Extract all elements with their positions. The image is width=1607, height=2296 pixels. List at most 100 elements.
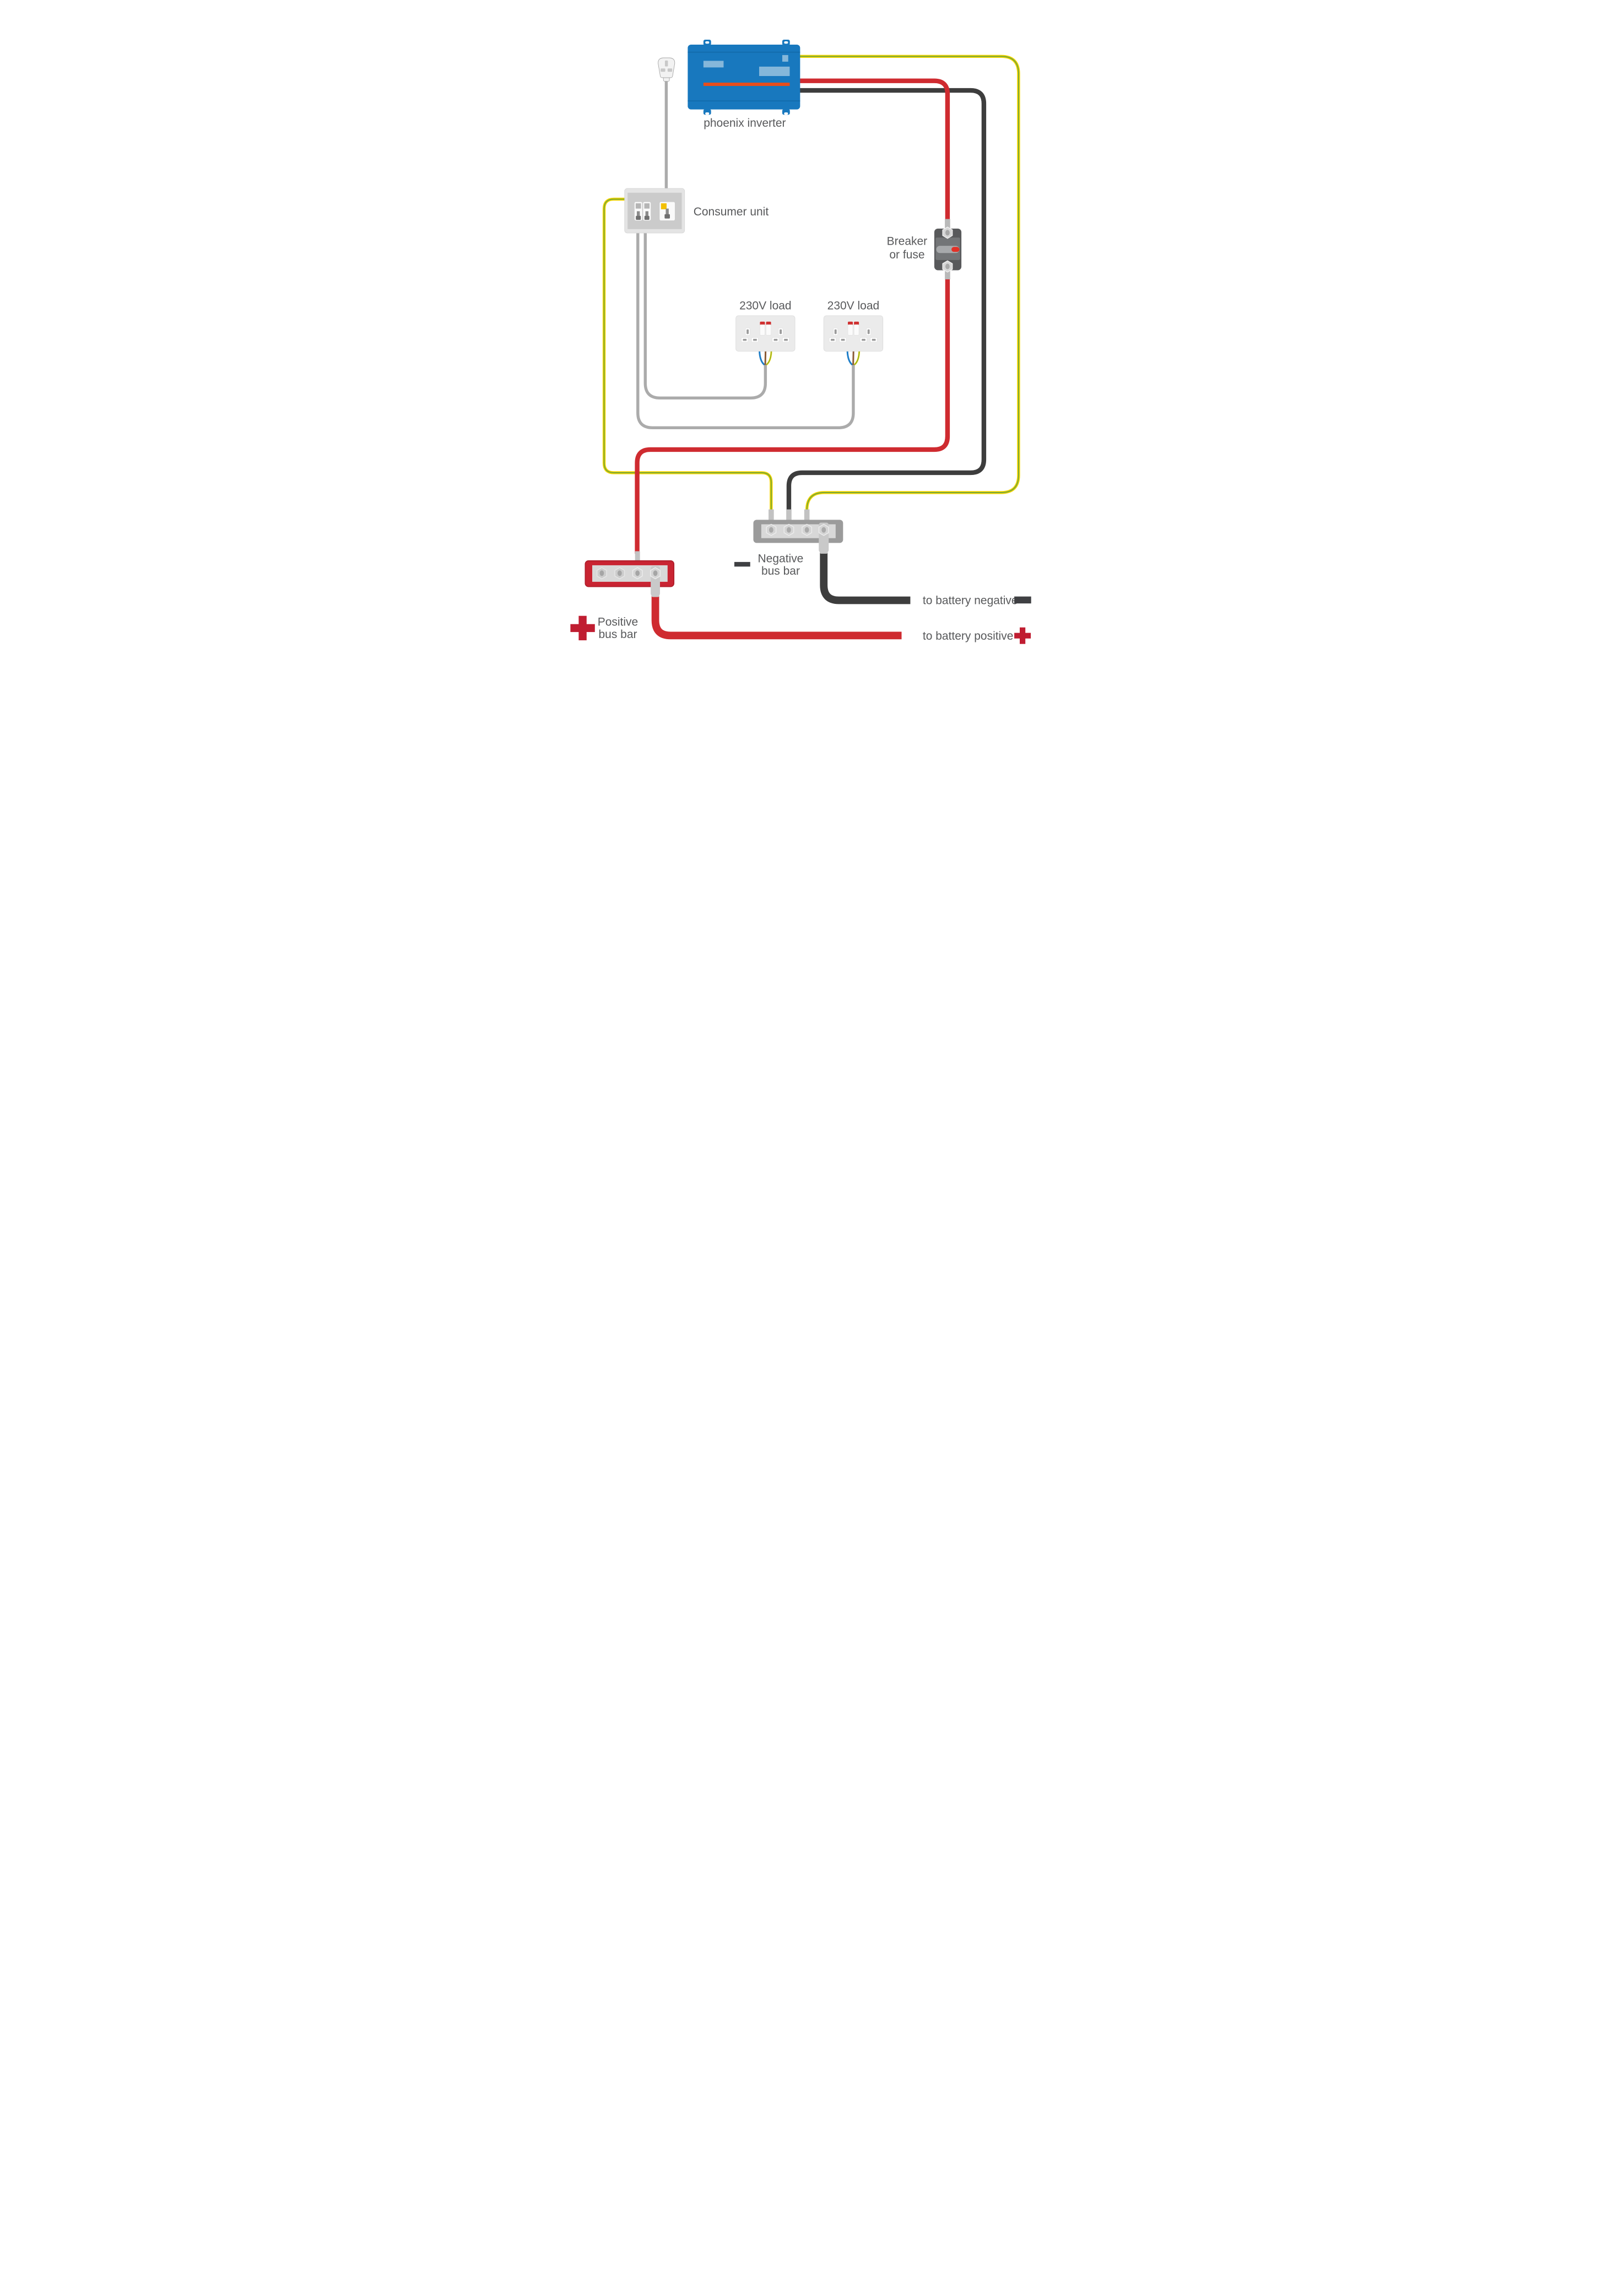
breaker-top-lug [945,219,950,230]
pin-slot-hole [831,338,835,341]
phoenix-inverter-wiring-diagram: phoenix inverter Consumer unit [570,40,1031,644]
mcb-window [635,203,641,209]
plug-body [658,57,675,78]
battery-positive-label: to battery positive [923,630,1013,642]
ac-cable-socket2 [636,232,855,430]
inverter-body [688,45,800,110]
pin-slot-hole [753,338,757,341]
load2-label: 230V load [827,300,880,312]
tail-earth-stripe [766,350,772,365]
inverter-terminal-panel [759,66,790,77]
bus-nut [650,567,661,580]
wiring-diagram-page: phoenix inverter Consumer unit [562,0,1045,689]
load-socket-2: 230V load [823,300,884,352]
tail-brown-wire [852,350,854,365]
tab-hole [784,41,788,44]
mounting-tabs [703,40,790,115]
mcb-toggle [636,215,641,220]
earth-wire-consumer-to-bus [602,197,773,515]
ac-cable-loops [636,79,855,430]
earth-wire-inverter-stripe [798,56,1019,515]
pin-slot-hole [784,338,788,341]
pin-slot-hole [773,338,778,341]
terminal-lug [786,509,792,526]
plug-neutral-pin [667,68,673,72]
plus-icon [1014,627,1031,644]
battery-negative-row: to battery negative [923,594,1031,607]
black-dc-wire [786,88,987,514]
battery-negative-label: to battery negative [923,594,1018,607]
socket1-tail-wires [759,350,772,366]
load-socket-1: 230V load [735,300,796,352]
plus-icon [570,615,595,641]
plug-live-pin [661,68,665,72]
tail-brown-wire [764,350,767,365]
consumer-unit-label: Consumer unit [694,206,769,218]
terminal-lug [769,509,774,526]
inverter-orange-stripe [703,83,790,87]
positive-bus-label-line1: Positive [598,616,638,629]
tail-earth-stripe [854,350,860,365]
socket-plate [735,315,796,352]
earth-slot-hole [780,329,782,334]
socket-switch [760,324,765,336]
earth-wire-consumer-stripe [603,198,772,515]
consumer-unit: Consumer unit [624,188,769,234]
pin-slot-hole [743,338,747,341]
tail-blue-wire [846,350,853,366]
socket-switch [766,324,771,336]
breaker-label-line1: Breaker [887,235,927,248]
battery-negative-cable [820,549,911,604]
earth-slot-hole [834,329,837,334]
pin-slot-hole [872,338,876,341]
mcb-toggle-stem [645,211,648,218]
mcb-toggle [644,215,650,220]
bus-nut [596,567,607,580]
tab-hole [784,112,788,115]
mcb-toggle-stem [636,211,640,218]
bus-nut [802,523,813,536]
tab-hole [705,112,710,115]
breaker-bottom-lug [945,269,950,279]
inverter-display-panel [703,61,724,68]
cable-sleeve [820,547,828,554]
negative-bus-bar: Negative bus bar [734,509,843,577]
earth-slot-hole [746,329,749,334]
inverter-seam-bottom [688,100,800,101]
rcd-toggle-stem [665,208,669,215]
pin-slot-hole [862,338,865,341]
bus-nut [632,567,643,580]
bus-nut [783,523,794,536]
pin-slot-hole [841,338,845,341]
battery-positive-row: to battery positive [923,627,1031,644]
socket2-tail-wires [846,350,861,366]
socket-switch [847,324,853,336]
breaker-or-fuse: Breaker or fuse [887,219,962,279]
terminal-lug [804,509,810,526]
breaker-label-line2: or fuse [889,248,924,261]
bus-nut [766,523,777,536]
breaker-indicator [951,247,960,252]
tail-blue-wire [759,350,765,366]
breaker-bottom-nut [942,260,953,273]
earth-slot-hole [867,329,870,334]
socket-plate [823,315,884,352]
bus-nut [818,523,829,536]
inverter-label: phoenix inverter [704,117,786,129]
rcd-toggle [664,214,670,219]
minus-icon [1014,596,1031,604]
battery-positive-cable [651,594,902,640]
cable-sleeve [651,590,659,597]
bus-nut [614,567,625,580]
minus-icon [734,561,750,567]
red-dc-wire-breaker-to-bus [635,277,950,554]
mcb-window [644,203,650,209]
rcd-window [661,203,667,209]
ac-cable-socket1 [643,232,767,400]
socket-switch [853,324,859,336]
negative-bus-label-line1: Negative [758,553,804,565]
load1-label: 230V load [739,300,792,312]
uk-plug [658,57,675,82]
tab-hole [705,41,710,44]
negative-bus-label-line2: bus bar [761,565,800,577]
